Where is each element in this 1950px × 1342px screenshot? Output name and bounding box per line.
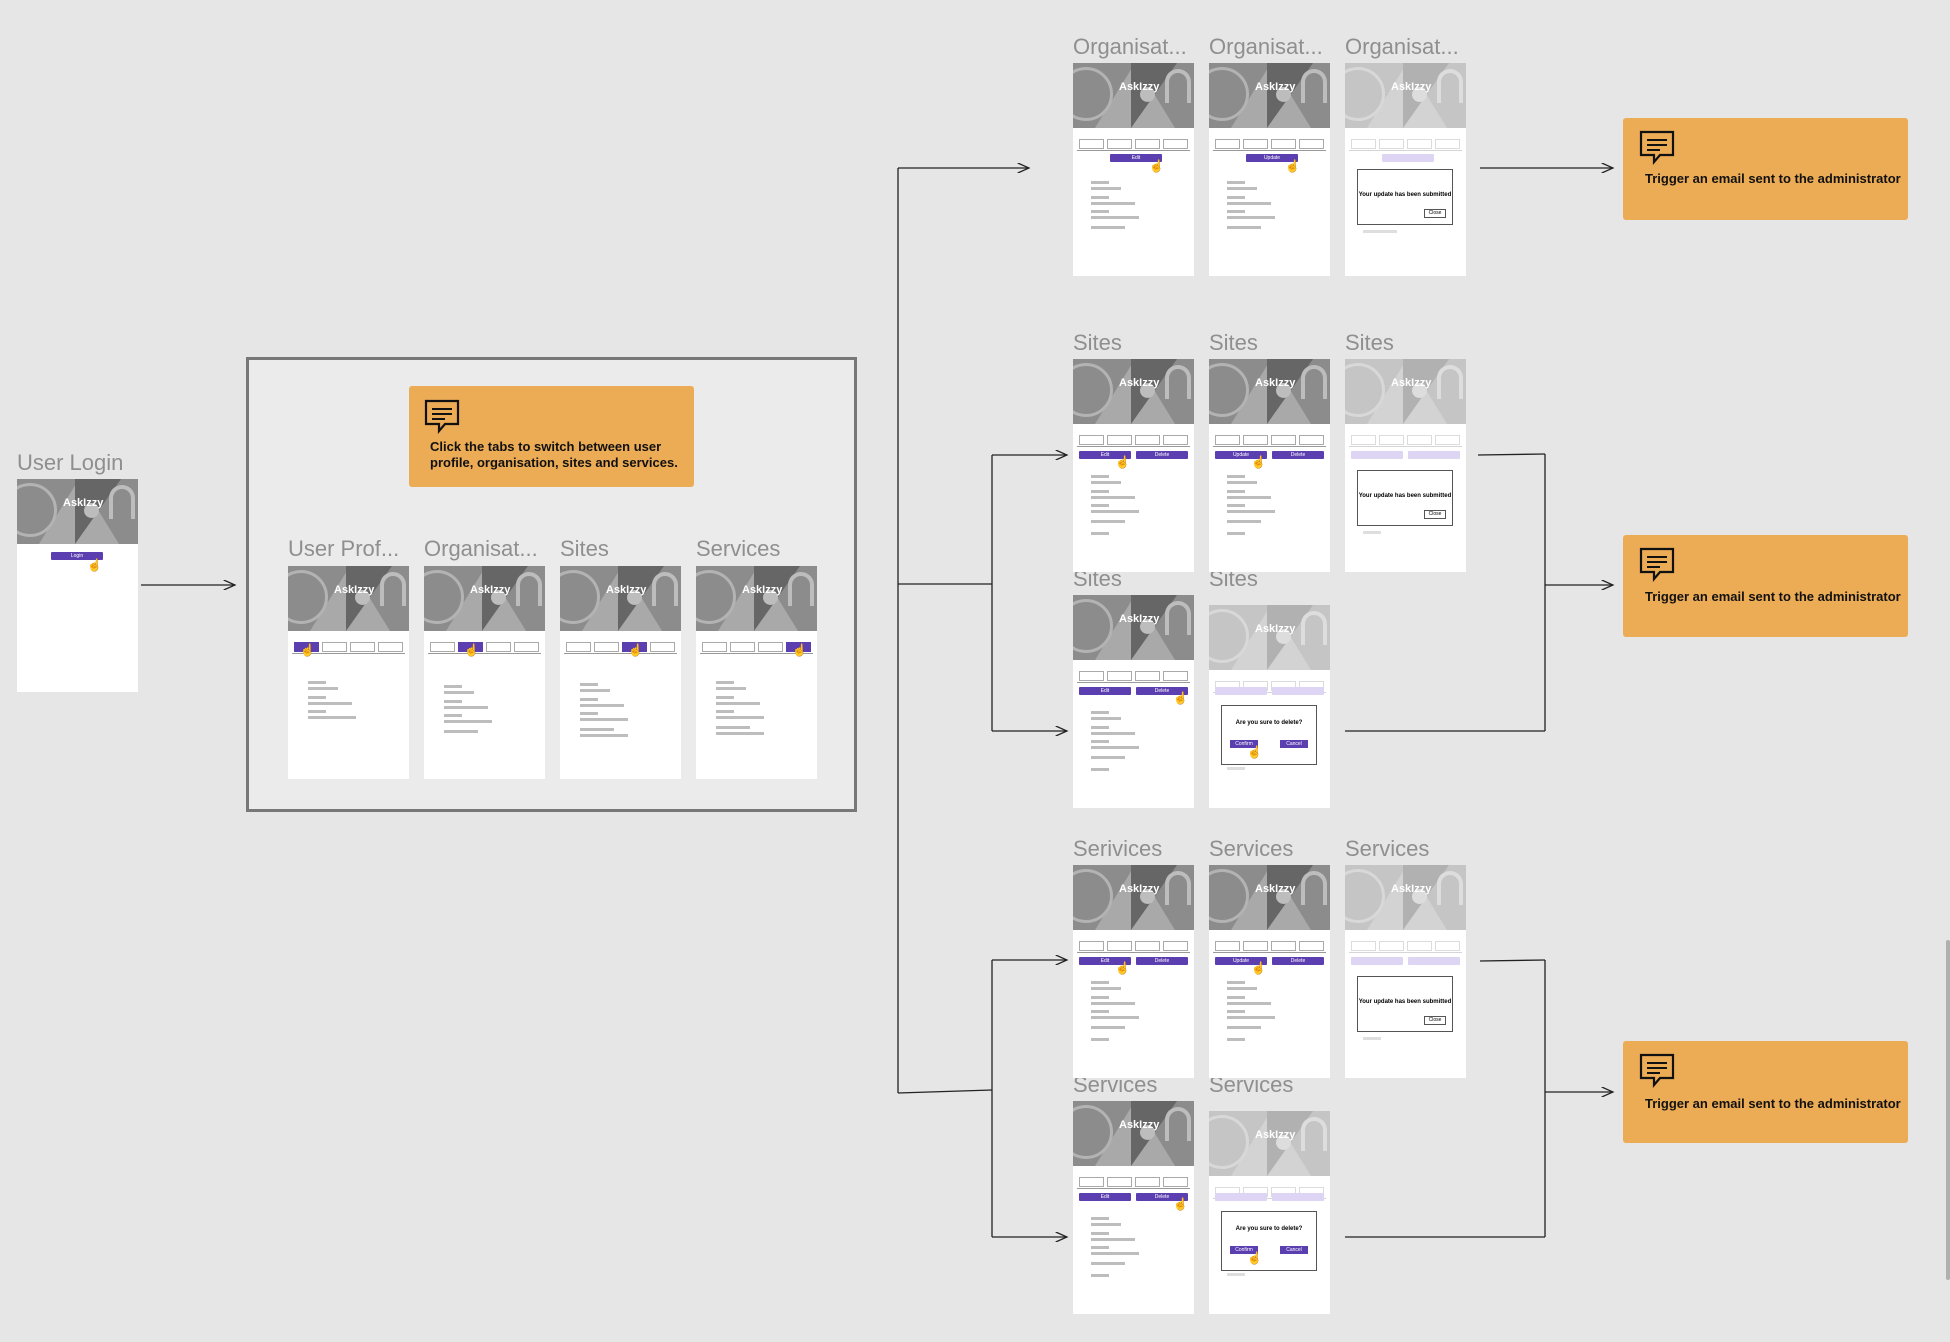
services-update-frame[interactable]: AskIzzy Update Delete ☝ [1209,865,1330,1078]
askizzy-banner: AskIzzy [17,479,138,544]
frame-title: Sites [1073,330,1122,355]
edit-button[interactable]: Edit [1079,957,1131,965]
frame-title: Sites [560,536,609,561]
close-button[interactable]: Close [1424,510,1446,519]
frame-title: Services [1345,836,1430,861]
update-button[interactable]: Update [1246,154,1298,162]
pointer-hand-icon: ☝ [87,558,102,572]
sites-update-frame[interactable]: AskIzzy Update Delete ☝ [1209,359,1330,572]
edit-button[interactable]: Edit [1110,154,1162,162]
edit-button[interactable]: Edit [1079,1193,1131,1201]
delete-button[interactable]: Delete [1272,957,1324,965]
frame-title: Organisat... [1073,34,1187,59]
pointer-hand-icon: ☝ [1115,961,1130,975]
services-edit-frame[interactable]: AskIzzy Edit Delete ☝ [1073,865,1194,1078]
update-button[interactable]: Update [1215,451,1267,459]
group-note: Click the tabs to switch between user pr… [409,386,694,487]
frame-title: Services [1209,836,1294,861]
confirm-button[interactable]: Confirm [1230,1246,1258,1254]
pointer-hand-icon: ☝ [1173,691,1188,705]
organisation-frame[interactable]: AskIzzy ☝ [424,566,545,779]
user-login-frame[interactable]: AskIzzy Login ☝ [17,479,138,692]
frame-title: Sites [1345,330,1394,355]
pointer-hand-icon: ☝ [628,643,643,657]
edit-button[interactable]: Edit [1079,687,1131,695]
sites-edit-frame[interactable]: AskIzzy Edit Delete ☝ [1073,359,1194,572]
pointer-hand-icon: ☝ [464,643,479,657]
pointer-hand-icon: ☝ [1149,159,1164,173]
update-dialog: Your update has been submitted Close [1357,976,1453,1032]
frame-title: Organisat... [1345,34,1459,59]
pointer-hand-icon: ☝ [1173,1197,1188,1211]
user-login-title: User Login [17,450,124,475]
pointer-hand-icon: ☝ [1247,1251,1262,1265]
update-button[interactable]: Update [1215,957,1267,965]
comment-icon [1639,547,1675,582]
close-button[interactable]: Close [1424,1016,1446,1025]
frame-title: Services [696,536,781,561]
email-trigger-note-org: Trigger an email sent to the administrat… [1623,118,1908,220]
services-confirm-frame[interactable]: AskIzzy Are you sure to delete? Confirm … [1209,1111,1330,1314]
email-trigger-note-services: Trigger an email sent to the administrat… [1623,1041,1908,1143]
delete-button[interactable]: Delete [1136,451,1188,459]
vertical-scrollbar[interactable] [1946,940,1950,1280]
cancel-button[interactable]: Cancel [1280,1246,1308,1254]
frame-title: Organisat... [424,536,538,561]
close-button[interactable]: Close [1424,209,1446,218]
comment-icon [424,399,460,434]
sites-submitted-frame[interactable]: AskIzzy Your update has been submitted C… [1345,359,1466,572]
sites-frame[interactable]: AskIzzy ☝ [560,566,681,779]
delete-button[interactable]: Delete [1136,687,1188,695]
pointer-hand-icon: ☝ [1285,159,1300,173]
frame-title: Organisat... [1209,34,1323,59]
delete-button[interactable]: Delete [1136,1193,1188,1201]
user-profile-frame[interactable]: AskIzzy ☝ [288,566,409,779]
services-delete-frame[interactable]: AskIzzy Edit Delete ☝ [1073,1101,1194,1314]
update-dialog: Your update has been submitted Close [1357,470,1453,526]
comment-icon [1639,1053,1675,1088]
pointer-hand-icon: ☝ [1251,455,1266,469]
delete-dialog: Are you sure to delete? Confirm Cancel [1221,705,1317,765]
delete-button[interactable]: Delete [1272,451,1324,459]
frame-title: Serivices [1073,836,1163,861]
pointer-hand-icon: ☝ [792,643,807,657]
frame-title: Sites [1209,330,1258,355]
pointer-hand-icon: ☝ [1115,455,1130,469]
frame-title: User Prof... [288,536,400,561]
group-note-text: Click the tabs to switch between user pr… [430,439,678,470]
org-update-frame[interactable]: AskIzzy Update ☝ [1209,63,1330,276]
org-edit-frame[interactable]: AskIzzy Edit ☝ [1073,63,1194,276]
comment-icon [1639,130,1675,165]
brand-logo: AskIzzy [63,497,104,509]
cancel-button[interactable]: Cancel [1280,740,1308,748]
confirm-button[interactable]: Confirm [1230,740,1258,748]
sites-confirm-frame[interactable]: AskIzzy Are you sure to delete? Confirm … [1209,605,1330,808]
delete-dialog: Are you sure to delete? Confirm Cancel [1221,1211,1317,1271]
pointer-hand-icon: ☝ [1251,961,1266,975]
edit-button[interactable]: Edit [1079,451,1131,459]
org-submitted-frame[interactable]: AskIzzy Your update has been submitted C… [1345,63,1466,276]
services-submitted-frame[interactable]: AskIzzy Your update has been submitted C… [1345,865,1466,1078]
email-trigger-note-sites: Trigger an email sent to the administrat… [1623,535,1908,637]
delete-button[interactable]: Delete [1136,957,1188,965]
pointer-hand-icon: ☝ [300,643,315,657]
services-frame[interactable]: AskIzzy ☝ [696,566,817,779]
sites-delete-frame[interactable]: AskIzzy Edit Delete ☝ [1073,595,1194,808]
update-dialog: Your update has been submitted Close [1357,169,1453,225]
pointer-hand-icon: ☝ [1247,745,1262,759]
login-button[interactable]: Login [51,552,103,560]
